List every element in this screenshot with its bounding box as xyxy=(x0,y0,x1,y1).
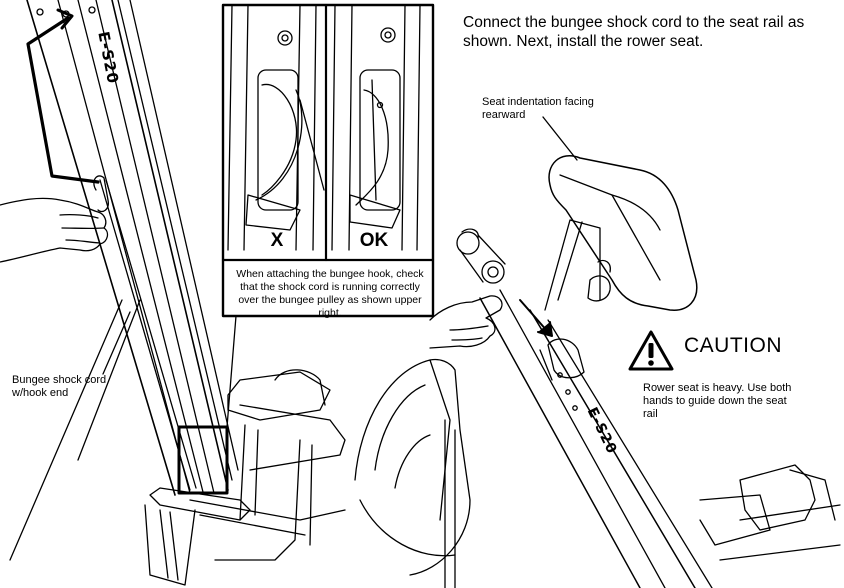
caution-text: Rower seat is heavy. Use both hands to g… xyxy=(643,382,792,420)
right-seat-rail xyxy=(456,155,841,588)
seat-orientation-label: Seat indentation facing rearward xyxy=(482,96,594,121)
seat-leader-line xyxy=(542,116,578,161)
caution-title: CAUTION xyxy=(684,334,782,357)
inset-note: When attaching the bungee hook, check th… xyxy=(236,268,424,319)
hook-arrow xyxy=(26,8,100,184)
seat-arrow xyxy=(519,299,553,337)
right-hand xyxy=(429,295,503,349)
inset-right-label: OK xyxy=(359,230,389,251)
bungee-leader-line xyxy=(102,311,131,375)
detail-box xyxy=(177,425,229,495)
bungee-cord xyxy=(9,179,197,561)
warning-icon xyxy=(628,330,674,371)
bungee-cord-label: Bungee shock cord w/hook end xyxy=(12,374,107,399)
inset-wrong-label: X xyxy=(270,230,284,251)
pulley-inset xyxy=(221,3,435,318)
instruction-text: Connect the bungee shock cord to the sea… xyxy=(463,14,805,50)
left-seat-rail xyxy=(26,0,251,586)
rower-base xyxy=(189,358,471,588)
